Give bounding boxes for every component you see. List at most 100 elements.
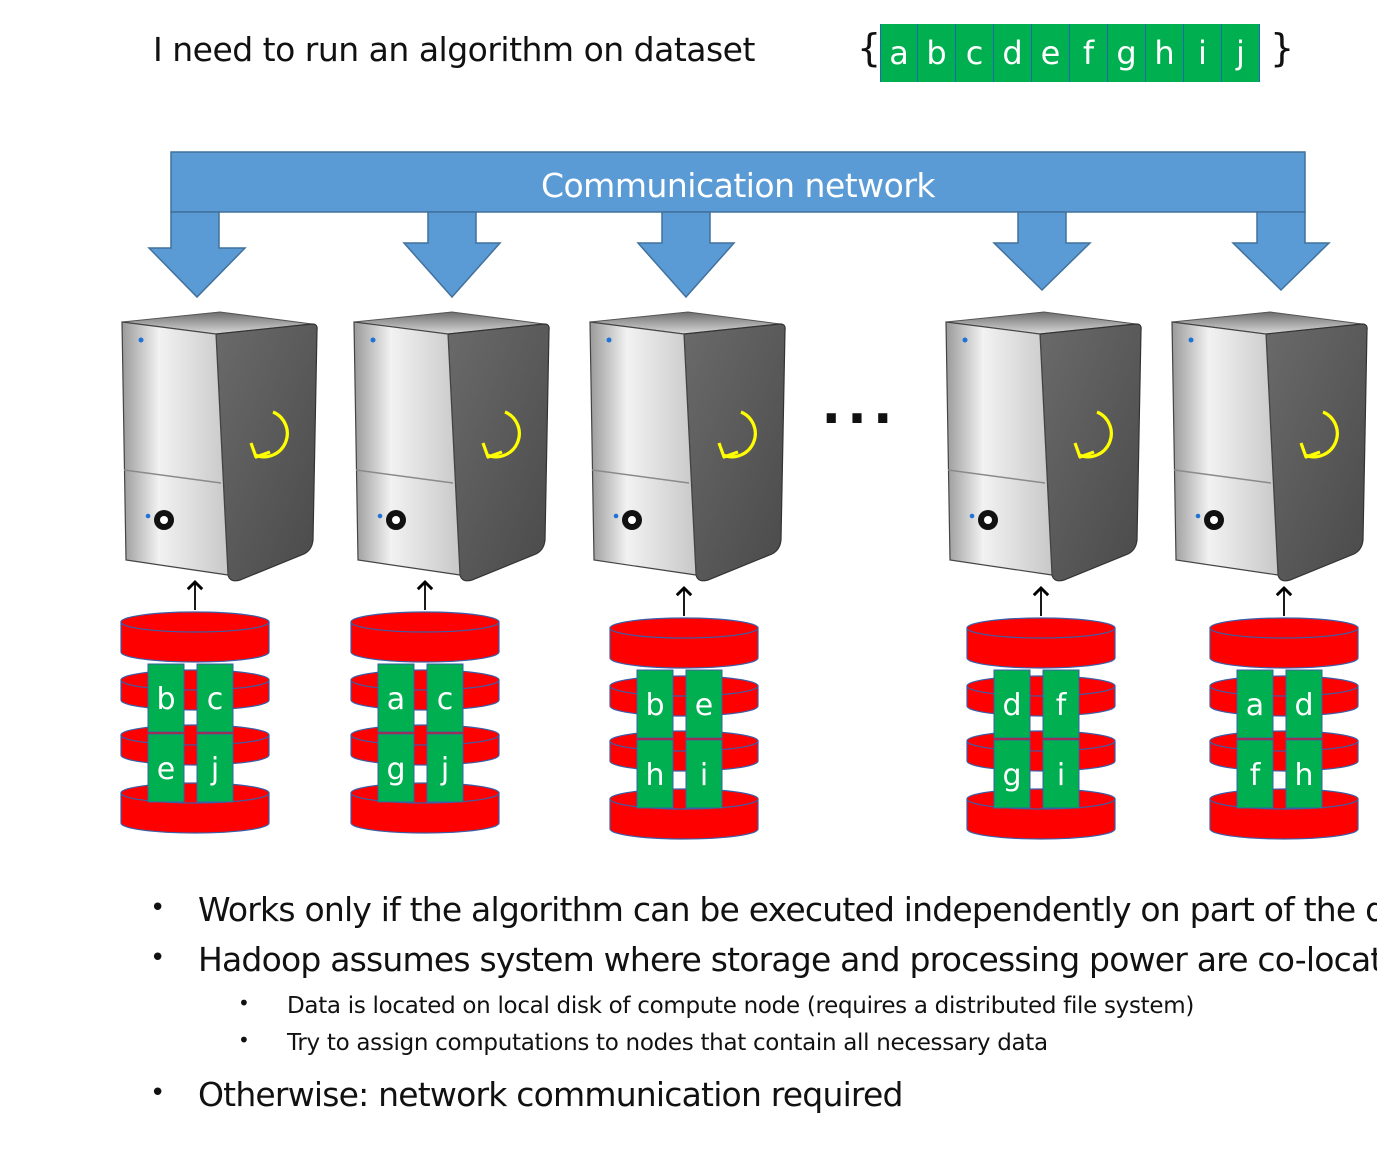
data-block: e xyxy=(147,733,185,803)
data-block: b xyxy=(636,669,674,739)
bullet-item: Works only if the algorithm can be execu… xyxy=(198,890,1377,929)
data-block: a xyxy=(1236,669,1274,739)
server-front xyxy=(353,321,461,576)
server-divider xyxy=(1173,469,1272,484)
refresh-arrowhead xyxy=(481,442,503,459)
data-block: f xyxy=(1042,669,1080,739)
server-divider xyxy=(947,469,1046,484)
server-4 xyxy=(945,311,1142,582)
dataset-item: g xyxy=(1108,24,1146,82)
server-divider xyxy=(591,469,690,484)
power-led-icon xyxy=(606,337,612,343)
data-block-label: j xyxy=(210,752,219,787)
data-block-label: b xyxy=(156,682,175,717)
data-block-label: f xyxy=(1056,688,1068,723)
network-arrow-2 xyxy=(402,211,502,299)
status-led-icon xyxy=(377,513,383,519)
status-led-icon xyxy=(613,513,619,519)
disk-platter xyxy=(1209,675,1359,717)
disk-platter xyxy=(609,617,759,669)
disk-platter xyxy=(350,782,500,834)
bullet-dot: • xyxy=(150,943,166,973)
server-2 xyxy=(353,311,550,582)
dataset-item: d xyxy=(994,24,1032,82)
refresh-icon xyxy=(1078,410,1113,459)
disk-platter xyxy=(1209,788,1359,840)
dataset-item: c xyxy=(956,24,994,82)
data-block-label: d xyxy=(1002,688,1021,723)
disk-platter xyxy=(966,617,1116,669)
data-block: h xyxy=(636,739,674,809)
server-5 xyxy=(1171,311,1368,582)
bullet-item: Hadoop assumes system where storage and … xyxy=(198,940,1377,979)
server-3 xyxy=(589,311,786,582)
disk-platter xyxy=(1209,730,1359,772)
disk-platter xyxy=(609,788,759,840)
server-1 xyxy=(121,311,318,582)
disk-platter xyxy=(120,782,270,834)
status-led-icon xyxy=(145,513,151,519)
data-block: i xyxy=(685,739,723,809)
bullet-item: Otherwise: network communication require… xyxy=(198,1075,903,1114)
data-block-label: g xyxy=(386,752,405,787)
disk-platter xyxy=(1209,617,1359,669)
dataset-item: i xyxy=(1184,24,1222,82)
network-arrow-3 xyxy=(636,211,736,299)
data-block-label: c xyxy=(437,682,454,717)
refresh-arrowhead xyxy=(249,442,271,459)
data-block-label: i xyxy=(1057,758,1065,793)
refresh-icon xyxy=(254,410,289,459)
data-block: d xyxy=(1285,669,1323,739)
status-led-icon xyxy=(969,513,975,519)
data-block: c xyxy=(426,663,464,733)
data-block: a xyxy=(377,663,415,733)
dataset-item: e xyxy=(1032,24,1070,82)
disk-platter xyxy=(350,724,500,766)
disk-platter xyxy=(966,788,1116,840)
power-led-icon xyxy=(370,337,376,343)
network-arrow-4 xyxy=(992,211,1092,292)
data-block-label: e xyxy=(695,688,713,723)
disk-platter xyxy=(609,730,759,772)
data-block-label: f xyxy=(1250,758,1262,793)
refresh-icon xyxy=(722,410,757,459)
data-block-label: d xyxy=(1294,688,1313,723)
refresh-icon xyxy=(486,410,521,459)
refresh-arrowhead xyxy=(717,442,739,459)
dataset-open-brace: { xyxy=(857,26,882,70)
dataset-row: a b c d e f g h i j xyxy=(880,24,1260,82)
server-front xyxy=(945,321,1053,576)
data-block: c xyxy=(196,663,234,733)
data-block-label: a xyxy=(1246,688,1264,723)
disk-platter xyxy=(966,730,1116,772)
bullet-dot: • xyxy=(238,991,250,1015)
bullet-dot: • xyxy=(238,1028,250,1052)
dataset-item: a xyxy=(880,24,918,82)
data-block-label: c xyxy=(207,682,224,717)
bullet-subitem: Data is located on local disk of compute… xyxy=(287,993,1195,1019)
data-block-label: b xyxy=(645,688,664,723)
server-divider xyxy=(123,469,222,484)
disk-platter xyxy=(350,669,500,711)
bullet-subitem: Try to assign computations to nodes that… xyxy=(287,1030,1048,1056)
power-led-icon xyxy=(138,337,144,343)
data-block-label: g xyxy=(1002,758,1021,793)
disk-platter xyxy=(120,724,270,766)
data-block: d xyxy=(993,669,1031,739)
data-block: f xyxy=(1236,739,1274,809)
data-block: e xyxy=(685,669,723,739)
dataset-item: h xyxy=(1146,24,1184,82)
data-block: g xyxy=(993,739,1031,809)
disk-platter xyxy=(350,611,500,663)
dataset-item: b xyxy=(918,24,956,82)
data-block: b xyxy=(147,663,185,733)
communication-network: Communication network xyxy=(147,151,1331,299)
refresh-icon xyxy=(1304,410,1339,459)
